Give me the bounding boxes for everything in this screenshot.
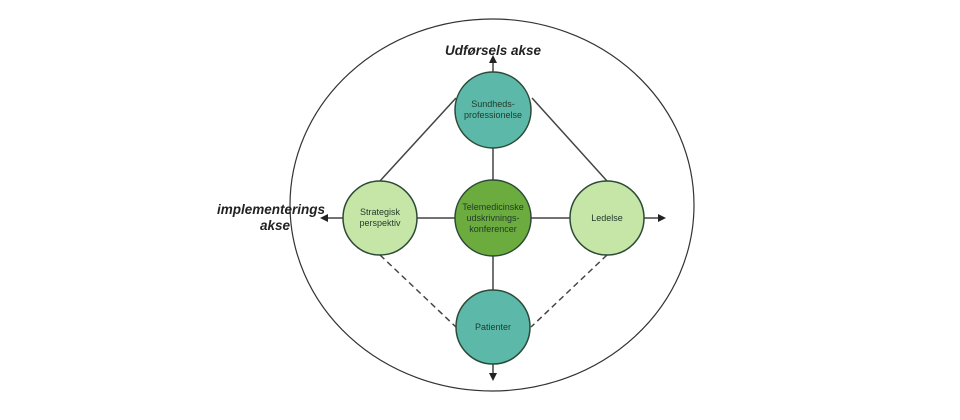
node-left-line2: perspektiv (359, 218, 401, 228)
dashed-right-bottom (530, 254, 608, 328)
connector-top-right (531, 97, 608, 182)
node-bottom-line1: Patienter (475, 322, 511, 332)
node-center-line2: udskrivnings- (466, 213, 519, 223)
node-top-line2: professionelse (464, 110, 522, 120)
node-left: Strategisk perspektiv (342, 180, 418, 256)
node-center-line3: konferencer (469, 224, 517, 234)
dashed-left-bottom (379, 254, 457, 328)
horizontal-axis-label-line1: implementerings (217, 202, 326, 217)
connector-top-left (379, 97, 457, 182)
node-right-line1: Ledelse (591, 213, 623, 223)
node-left-line1: Strategisk (360, 207, 401, 217)
node-top: Sundheds- professionelse (454, 71, 532, 149)
node-center: Telemedicinske udskrivnings- konferencer (454, 179, 532, 257)
outer-boundary (289, 18, 695, 392)
horizontal-axis-label-line2: akse (260, 218, 291, 233)
node-right: Ledelse (569, 180, 645, 256)
node-center-line1: Telemedicinske (462, 202, 524, 212)
node-bottom: Patienter (455, 289, 531, 365)
vertical-axis-label: Udførsels akse (445, 43, 542, 58)
node-top-line1: Sundheds- (471, 99, 515, 109)
